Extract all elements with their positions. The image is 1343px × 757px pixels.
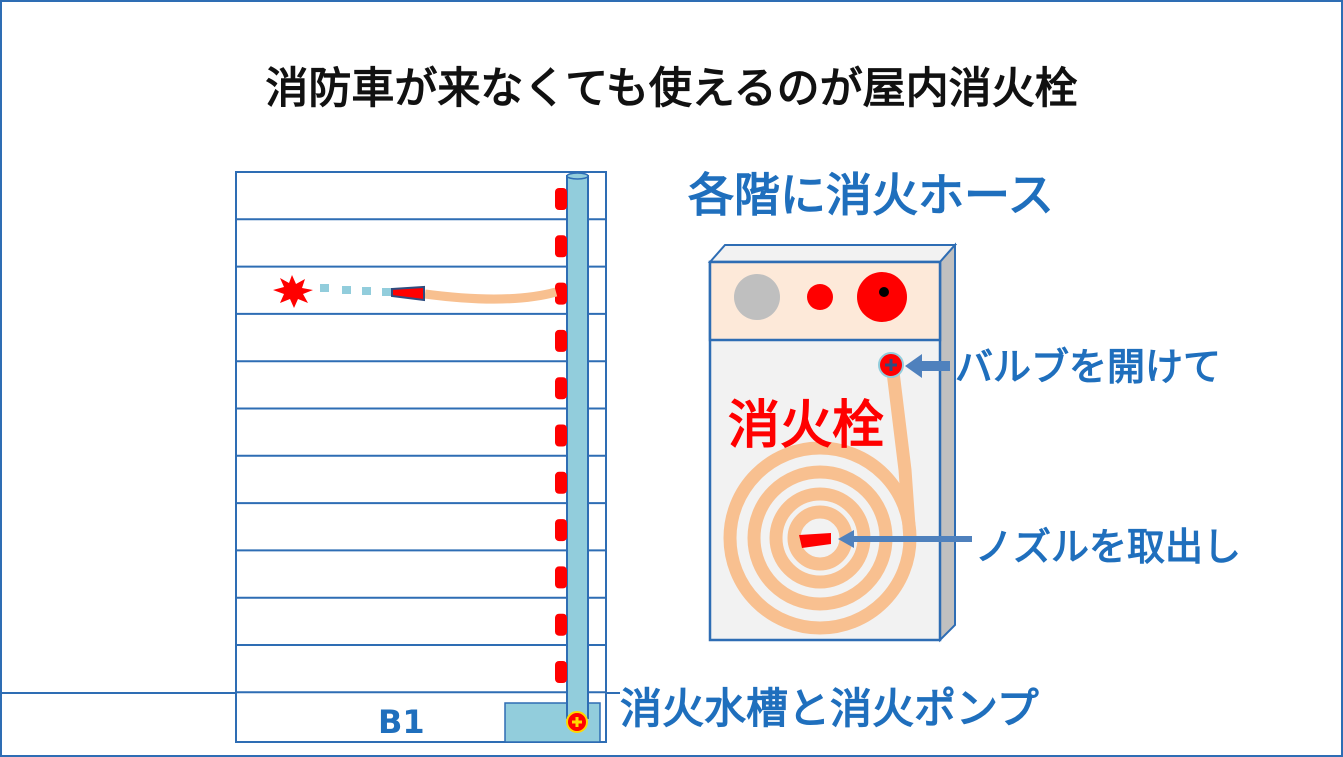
hydrant-box-icon: [555, 235, 567, 258]
floor-hydrant-boxes: [555, 188, 567, 683]
subtitle: 各階に消火ホース: [688, 168, 1054, 222]
hydrant-box-icon: [555, 188, 567, 210]
valve-icon: [878, 352, 904, 378]
riser-pipe: [566, 175, 589, 719]
water-spray: [320, 284, 391, 296]
hydrant-box-icon: [555, 566, 567, 589]
nozzle-icon: [391, 285, 425, 302]
hydrant-box-icon: [555, 377, 567, 400]
coil-nozzle-icon: [799, 533, 831, 548]
hydrant-box-icon: [555, 661, 567, 683]
valve-label: バルブを開けて: [955, 345, 1222, 389]
hose: [424, 287, 558, 304]
nozzle-label: ノズルを取出し: [975, 525, 1242, 569]
pump-valve-icon: [566, 711, 588, 733]
hydrant-label: 消火栓: [728, 396, 885, 456]
page-title: 消防車が来なくても使えるのが屋内消火栓: [265, 64, 1078, 114]
basement-label: B1: [378, 703, 425, 741]
building: [235, 171, 607, 743]
hydrant-box-icon: [555, 424, 567, 447]
hydrant-box-icon: [555, 613, 567, 636]
pump-label: 消火水槽と消火ポンプ: [620, 684, 1039, 733]
hydrant-cabinet: [707, 242, 958, 643]
gray-lamp-icon: [734, 274, 780, 320]
hydrant-box-icon: [555, 282, 567, 305]
hydrant-box-icon: [555, 329, 567, 352]
hydrant-box-icon: [555, 519, 567, 542]
hydrant-box-icon: [555, 471, 567, 494]
alarm-button-icon: [857, 272, 907, 322]
red-lamp-icon: [807, 284, 833, 310]
arrow-to-nozzle-icon: [838, 530, 972, 548]
fire-icon: [273, 275, 313, 308]
arrow-to-valve-icon: [905, 354, 950, 378]
